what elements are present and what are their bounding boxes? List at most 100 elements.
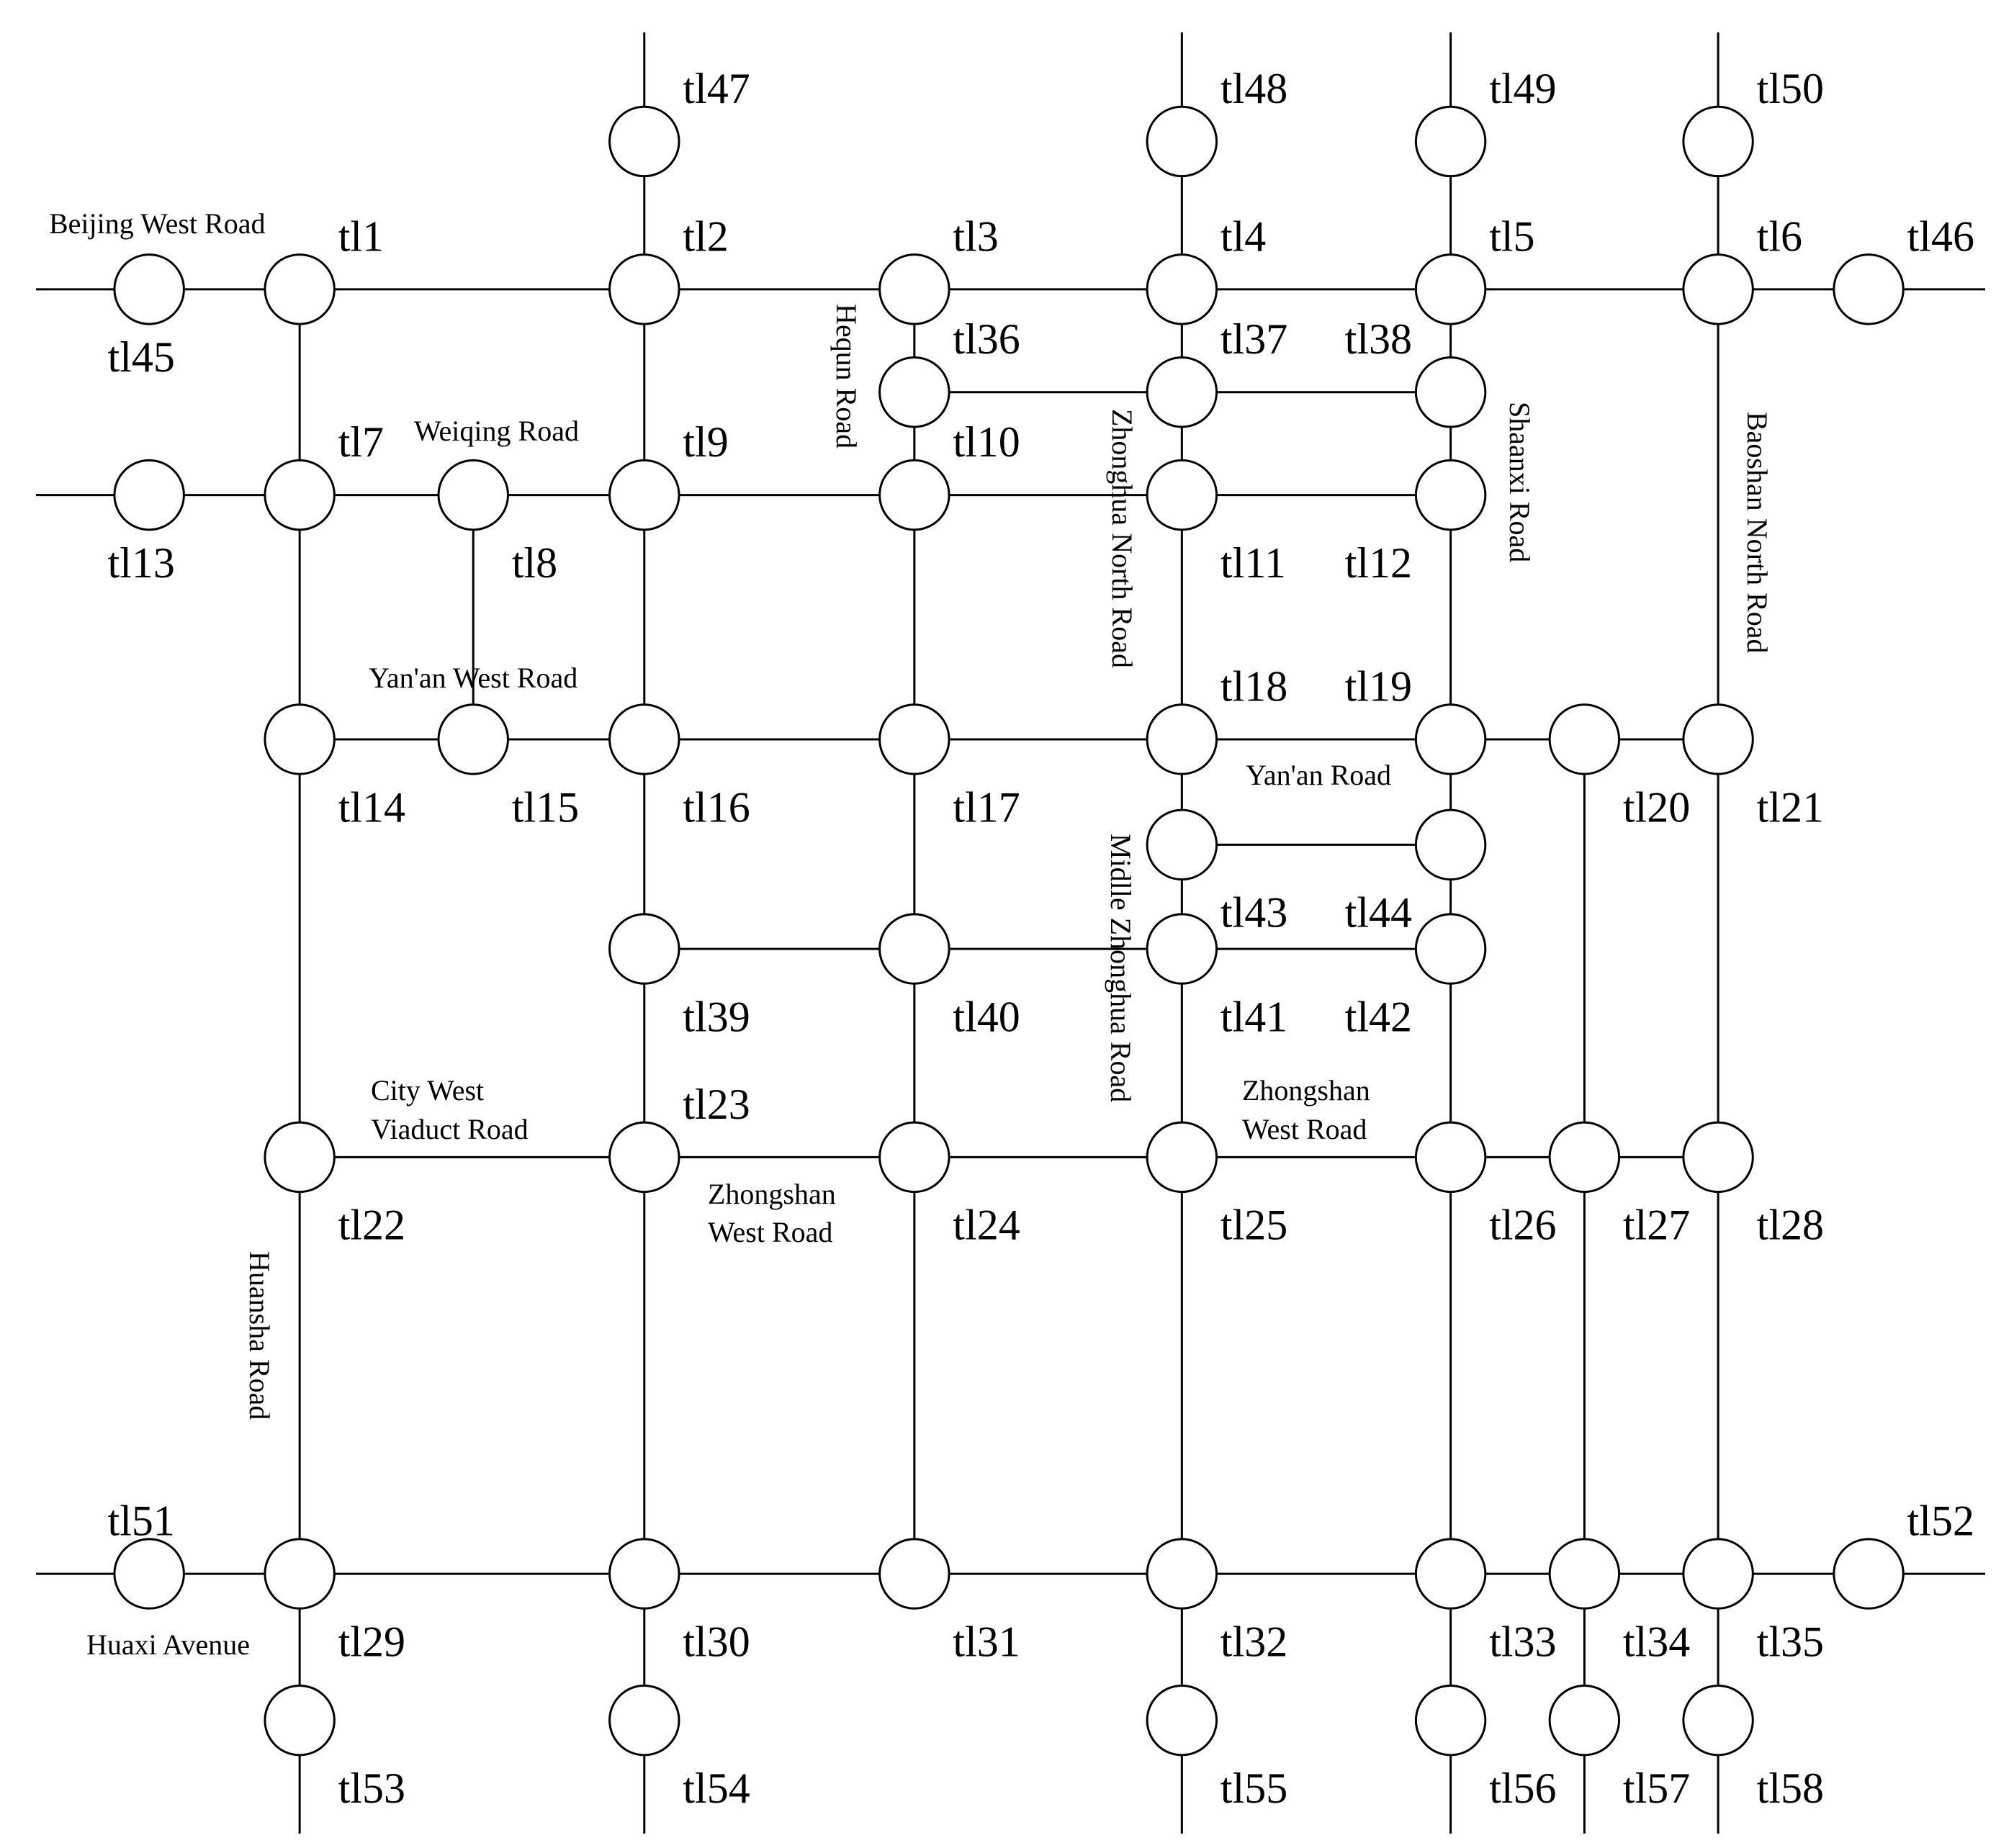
node-tl25 xyxy=(1146,1121,1218,1194)
node-tl23 xyxy=(608,1121,680,1194)
road-label-hequn: Hequn Road xyxy=(830,304,863,449)
node-tl42 xyxy=(1414,913,1487,985)
road-label-middle-zhonghua: Midlle Zhonghua Road xyxy=(1105,834,1137,1102)
road-label-huaxi: Huaxi Avenue xyxy=(86,1628,250,1661)
node-label-tl14: tl14 xyxy=(338,783,405,831)
node-tl30 xyxy=(608,1538,680,1610)
node-label-tl11: tl11 xyxy=(1220,539,1286,587)
node-tl1 xyxy=(264,253,336,325)
node-label-tl39: tl39 xyxy=(683,993,750,1040)
node-tl33 xyxy=(1414,1538,1487,1610)
node-label-tl45: tl45 xyxy=(108,333,175,381)
node-label-tl8: tl8 xyxy=(512,539,557,587)
road-label-huansha: Huansha Road xyxy=(243,1251,276,1420)
node-label-tl13: tl13 xyxy=(108,539,175,587)
road-label-zhonghua-north: Zhonghua North Road xyxy=(1106,409,1138,668)
node-label-tl38: tl38 xyxy=(1345,315,1412,363)
node-tl51 xyxy=(113,1538,185,1610)
node-tl17 xyxy=(878,703,950,775)
node-tl43 xyxy=(1146,808,1218,881)
node-tl34 xyxy=(1548,1538,1621,1610)
node-tl39 xyxy=(608,913,680,985)
node-tl38 xyxy=(1414,356,1487,428)
node-label-tl32: tl32 xyxy=(1220,1618,1287,1665)
node-tl14 xyxy=(264,703,336,775)
road-label-city-west-1: City West xyxy=(371,1074,484,1106)
node-label-tl41: tl41 xyxy=(1220,993,1287,1040)
node-label-tl15: tl15 xyxy=(512,783,579,831)
node-label-tl40: tl40 xyxy=(953,993,1020,1040)
node-tl31 xyxy=(878,1538,950,1610)
node-tl56 xyxy=(1414,1684,1487,1757)
road-label-beijing-west: Beijing West Road xyxy=(49,207,265,240)
node-tl11 xyxy=(1146,459,1218,531)
node-tl48 xyxy=(1146,105,1218,178)
road-label-weiqing: Weiqing Road xyxy=(414,415,579,447)
node-label-tl46: tl46 xyxy=(1907,212,1974,260)
node-label-tl6: tl6 xyxy=(1757,212,1802,260)
node-label-tl9: tl9 xyxy=(683,418,728,466)
node-tl5 xyxy=(1414,253,1487,325)
node-tl8 xyxy=(437,459,509,531)
node-label-tl25: tl25 xyxy=(1220,1202,1287,1249)
node-label-tl24: tl24 xyxy=(953,1202,1020,1249)
node-label-tl17: tl17 xyxy=(953,783,1020,831)
road-label-baoshan-north: Baoshan North Road xyxy=(1741,412,1774,654)
node-tl37 xyxy=(1146,356,1218,428)
node-label-tl31: tl31 xyxy=(953,1618,1020,1665)
node-label-tl43: tl43 xyxy=(1220,889,1287,937)
node-label-tl35: tl35 xyxy=(1757,1618,1824,1665)
node-tl50 xyxy=(1682,105,1754,178)
node-label-tl49: tl49 xyxy=(1489,65,1556,112)
node-label-tl16: tl16 xyxy=(683,783,750,831)
node-label-tl52: tl52 xyxy=(1907,1497,1974,1544)
node-label-tl50: tl50 xyxy=(1757,65,1824,112)
node-label-tl1: tl1 xyxy=(338,212,384,260)
node-label-tl21: tl21 xyxy=(1757,783,1824,831)
node-tl52 xyxy=(1833,1538,1905,1610)
node-tl22 xyxy=(264,1121,336,1194)
node-labels: tl1 tl2 tl3 tl4 tl5 tl6 tl7 tl8 tl9 tl10 tl11 tl12 t… xyxy=(108,65,1974,1812)
node-label-tl12: tl12 xyxy=(1345,539,1412,587)
intersection-nodes xyxy=(113,105,1905,1757)
node-tl20 xyxy=(1548,703,1621,775)
node-label-tl5: tl5 xyxy=(1489,212,1534,260)
node-label-tl47: tl47 xyxy=(683,65,750,112)
node-label-tl23: tl23 xyxy=(683,1081,750,1128)
node-label-tl33: tl33 xyxy=(1489,1618,1556,1665)
node-tl16 xyxy=(608,703,680,775)
node-label-tl19: tl19 xyxy=(1345,662,1412,710)
node-tl10 xyxy=(878,459,950,531)
node-label-tl27: tl27 xyxy=(1623,1202,1690,1249)
node-tl12 xyxy=(1414,459,1487,531)
node-tl27 xyxy=(1548,1121,1621,1194)
node-label-tl10: tl10 xyxy=(953,418,1020,466)
road-label-zhongshan-west-b1: Zhongshan xyxy=(1242,1074,1370,1106)
node-tl44 xyxy=(1414,808,1487,881)
node-tl15 xyxy=(437,703,509,775)
node-tl46 xyxy=(1833,253,1905,325)
node-label-tl7: tl7 xyxy=(338,418,384,466)
node-label-tl18: tl18 xyxy=(1220,662,1287,710)
node-tl2 xyxy=(608,253,680,325)
node-tl3 xyxy=(878,253,950,325)
road-label-zhongshan-west-a1: Zhongshan xyxy=(708,1178,836,1210)
node-tl40 xyxy=(878,913,950,985)
node-label-tl48: tl48 xyxy=(1220,65,1287,112)
node-label-tl37: tl37 xyxy=(1220,315,1287,363)
node-tl36 xyxy=(878,356,950,428)
node-tl53 xyxy=(264,1684,336,1757)
node-label-tl54: tl54 xyxy=(683,1764,750,1812)
node-label-tl2: tl2 xyxy=(683,212,728,260)
node-tl18 xyxy=(1146,703,1218,775)
node-tl47 xyxy=(608,105,680,178)
node-label-tl29: tl29 xyxy=(338,1618,405,1665)
node-label-tl36: tl36 xyxy=(953,315,1020,363)
node-tl35 xyxy=(1682,1538,1754,1610)
node-label-tl3: tl3 xyxy=(953,212,998,260)
node-tl4 xyxy=(1146,253,1218,325)
node-tl58 xyxy=(1682,1684,1754,1757)
node-tl57 xyxy=(1548,1684,1621,1757)
node-label-tl4: tl4 xyxy=(1220,212,1266,260)
